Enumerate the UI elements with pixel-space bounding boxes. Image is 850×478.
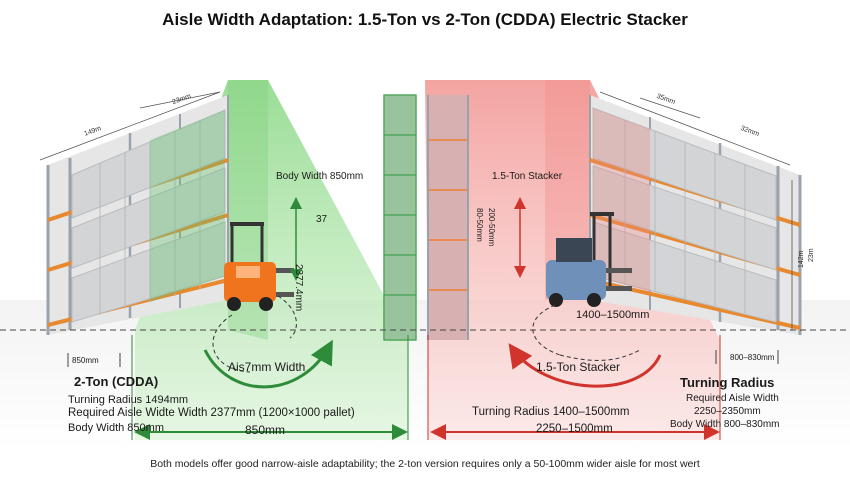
blue-forklift-icon	[546, 212, 632, 307]
right-rack-height-b: 23m	[808, 248, 815, 262]
left-rack	[39, 91, 229, 335]
right-turning-radius-heading: Turning Radius	[680, 375, 775, 390]
right-narrow-rack	[427, 95, 469, 340]
right-bottom-dim: 2250–1500mm	[536, 423, 613, 435]
left-body-width: Body Width 850mm	[68, 422, 164, 434]
left-turning-radius: Turning Radius 1494mm	[68, 394, 189, 406]
left-height-label-b: 2377.4mm	[293, 264, 304, 312]
left-model-name: 2-Ton (CDDA)	[74, 374, 159, 389]
left-side-width: 850mm	[72, 356, 99, 365]
right-side-width: 800–830mm	[730, 353, 775, 362]
right-required-aisle-label: Required Aisle Width	[686, 393, 779, 404]
right-arrow-label: 1.5-Ton Stacker	[536, 360, 621, 374]
right-stacker-top: 1.5-Ton Stacker	[492, 171, 563, 182]
left-arrow-label: Ais7mm Width	[228, 360, 306, 374]
right-height-label-b: 80-50mm	[475, 208, 484, 242]
right-turning-radius-center: Turning Radius 1400–1500mm	[472, 406, 630, 418]
right-required-aisle-value: 2250–2350mm	[694, 406, 761, 417]
left-bottom-dim: 850mm	[245, 423, 286, 437]
diagram-title: Aisle Width Adaptation: 1.5-Ton vs 2-Ton…	[162, 10, 688, 29]
right-body-width: Body Width 800–830mm	[670, 419, 780, 430]
right-radius-mid: 1400–1500mm	[576, 309, 650, 321]
footer-note: Both models offer good narrow-aisle adap…	[150, 458, 700, 470]
right-height-label-a: 200-50mm	[487, 208, 496, 247]
left-required-aisle: Required Aisle Widte Width 2377mm (1200×…	[68, 407, 355, 419]
left-body-width-top: Body Width 850mm	[276, 171, 364, 182]
right-rack	[589, 91, 802, 335]
left-height-label-a: 37	[316, 214, 328, 225]
left-narrow-rack	[383, 94, 417, 341]
orange-forklift-icon	[224, 222, 294, 311]
right-rack-height-a: 142m	[798, 250, 805, 268]
